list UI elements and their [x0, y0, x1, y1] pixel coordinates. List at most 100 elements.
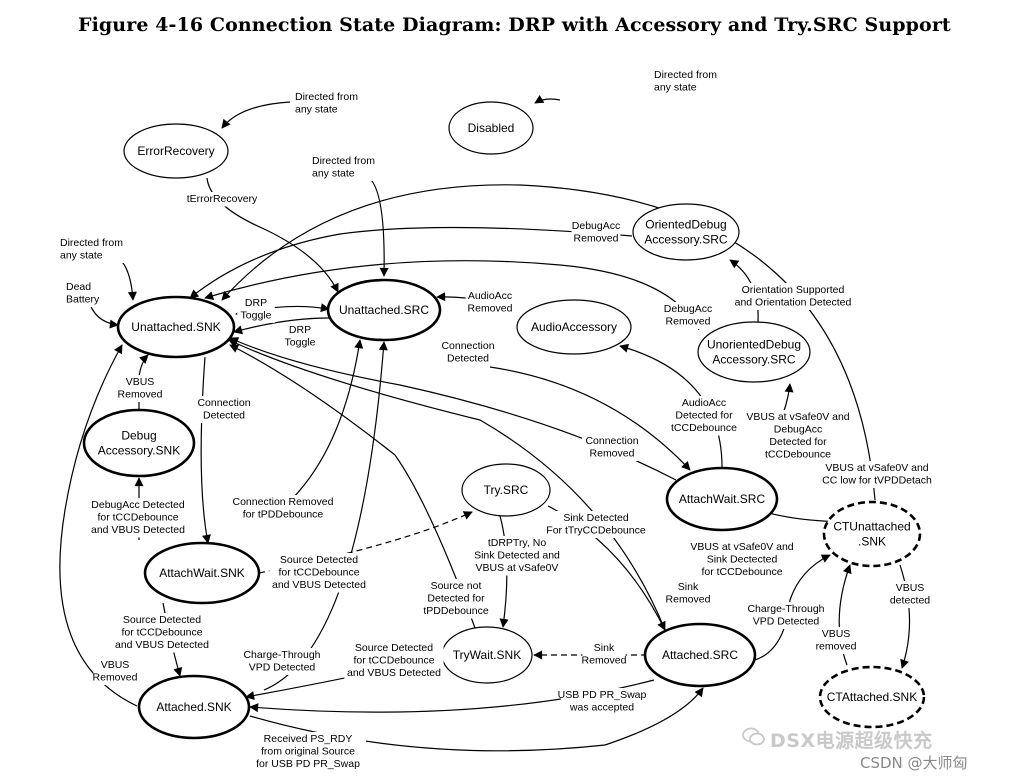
transition-label: and VBUS Detected — [272, 579, 366, 591]
watermark-author: CSDN @大师匈 — [860, 754, 968, 772]
label-backdrop — [438, 339, 498, 366]
wechat-icon — [742, 727, 765, 746]
transition-label: Connection — [441, 340, 494, 352]
state-label: OrientedDebug — [645, 218, 726, 232]
transition-label: Connection — [197, 397, 250, 409]
state-label: Accessory.SNK — [98, 444, 180, 458]
transition-label: Source Detected — [280, 554, 358, 566]
label-backdrop — [885, 581, 935, 608]
transition-arrow — [229, 344, 476, 629]
transition-label: Sink Detected and — [474, 550, 560, 562]
label-backdrop — [281, 323, 319, 350]
transition-label: Charge-Through — [243, 649, 320, 661]
transition-label: detected — [890, 595, 930, 607]
state-label: Attached.SNK — [156, 700, 231, 714]
transition-label: Detected — [447, 353, 489, 365]
state-unattached-src: Unattached.SRC — [326, 278, 442, 342]
transition-label: Sink Dectected — [707, 554, 778, 566]
transition-arrow — [228, 339, 666, 631]
transition-arrow — [534, 94, 561, 104]
state-label: TryWait.SNK — [453, 648, 521, 662]
transition-label: was accepted — [569, 702, 634, 714]
transition-label: DebugAcc Detected — [91, 499, 185, 511]
state-attachwait-snk: AttachWait.SNK — [143, 541, 261, 605]
transition-label: VBUS at vSafe0V and — [746, 411, 849, 423]
label-backdrop — [118, 375, 162, 402]
transition-label: Connection — [585, 435, 638, 447]
state-label: Try.SRC — [484, 483, 529, 497]
state-label: Unattached.SNK — [131, 320, 220, 334]
label-backdrop — [663, 302, 713, 329]
transition-label: VBUS at vSafe0V — [476, 562, 559, 574]
transition-label: any state — [654, 82, 697, 94]
label-backdrop — [571, 219, 621, 246]
transition-arrow — [362, 174, 389, 277]
transition-label: and Orientation Detected — [735, 297, 852, 309]
state-try-src: Try.SRC — [461, 463, 551, 517]
label-backdrop — [250, 732, 366, 772]
transition-label: CC low for tVPDDetach — [822, 475, 932, 487]
transition-label: Removed — [574, 233, 619, 245]
transition-label: Received PS_RDY — [264, 733, 353, 745]
transition-label: Battery — [66, 294, 100, 306]
state-attached-src: Attached.SRC — [643, 622, 757, 688]
transition-arrow — [754, 554, 831, 661]
transition-label: Source Detected — [123, 614, 201, 626]
transition-label: Detected for — [769, 436, 827, 448]
state-audio-accessory: AudioAccessory — [516, 299, 632, 355]
transition-label: and VBUS Detected — [115, 639, 209, 651]
transition-arrow — [265, 339, 364, 522]
transition-arrow — [59, 344, 138, 707]
label-backdrop — [112, 613, 212, 653]
transition-label: Directed from — [654, 69, 717, 81]
figure-title: Figure 4-16 Connection State Diagram: DR… — [78, 14, 951, 36]
label-backdrop — [686, 540, 798, 580]
state-label: CTUnattached — [833, 520, 910, 534]
label-backdrop — [194, 396, 254, 423]
transition-label: Source not — [431, 580, 482, 592]
transition-arrow — [233, 317, 330, 335]
transition-label: any state — [295, 104, 338, 116]
transition-label: Detected for — [427, 593, 485, 605]
transition-label: Directed from — [60, 237, 123, 249]
transition-label: VPD Detected — [753, 616, 820, 628]
transition-label: VBUS at vSafe0V and — [690, 541, 793, 553]
state-label: .SNK — [858, 535, 886, 549]
states: DisabledErrorRecoveryUnattached.SNKUnatt… — [82, 101, 926, 740]
transition-label: any state — [312, 168, 355, 180]
transition-arrow — [489, 366, 691, 471]
transition-label: Detected for — [675, 410, 733, 422]
state-attached-snk: Attached.SNK — [137, 674, 251, 740]
state-label: UnorientedDebug — [707, 338, 801, 352]
state-disabled: Disabled — [448, 101, 534, 155]
transition-arrow — [838, 564, 852, 666]
transition-label: DRP — [289, 324, 311, 336]
transition-label: Source Detected — [355, 642, 433, 654]
transition-label: tDRPTry, No — [488, 537, 546, 549]
label-backdrop — [816, 461, 938, 488]
transition-label: VBUS — [822, 628, 851, 640]
transition-label: Toggle — [241, 310, 272, 322]
transition-label: Dead — [66, 281, 91, 293]
transition-label: and VBUS Detected — [347, 667, 441, 679]
transition-label: tCCDebounce — [765, 449, 831, 461]
transition-label: Removed — [93, 672, 138, 684]
transition-label: DebugAcc — [572, 220, 620, 232]
state-label: Debug — [121, 429, 156, 443]
